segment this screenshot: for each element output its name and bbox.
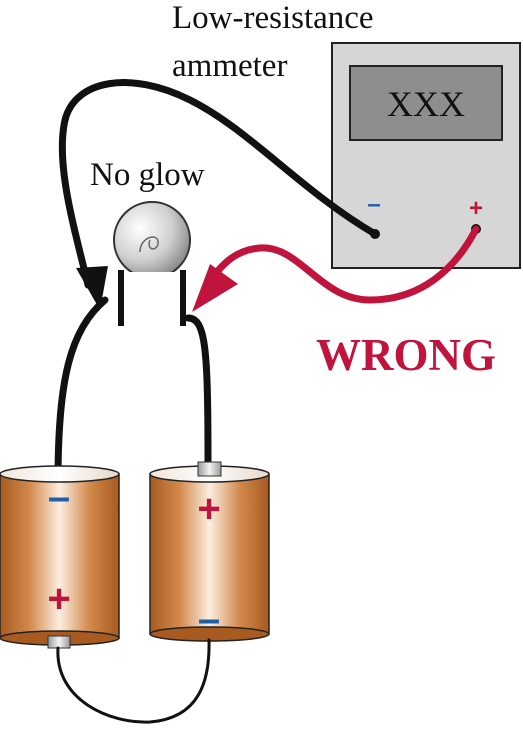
bulb-label: No glow: [90, 157, 205, 193]
bulb-lead-right: [180, 270, 186, 326]
battery-left-nub: [47, 635, 71, 649]
ammeter-minus-sign: –: [367, 191, 380, 218]
wrong-wire-arrowhead: [192, 264, 238, 312]
wrong-label: WRONG: [316, 330, 496, 380]
light-bulb: [113, 201, 191, 326]
ammeter-display: [349, 65, 503, 141]
battery-left-top: [0, 465, 120, 483]
wire-bulb-to-right-battery: [184, 314, 212, 469]
battery-right-cap: [197, 461, 222, 477]
battery-right: + –: [149, 461, 270, 642]
wrong-wire: [208, 225, 480, 304]
battery-left-bottom-sign: +: [47, 577, 70, 621]
bulb-filament: [139, 236, 159, 253]
ammeter-label-line1: Low-resistance: [172, 0, 374, 36]
ammeter-plus-sign: +: [469, 195, 483, 222]
battery-left-top-sign: –: [48, 475, 70, 519]
ammeter-label-line2: ammeter: [172, 48, 287, 84]
bulb-lead-left: [118, 270, 124, 326]
battery-right-top-sign: +: [197, 487, 220, 531]
battery-left: – +: [0, 465, 120, 649]
wire-battery-bottom-loop: [56, 638, 211, 724]
battery-right-bottom-sign: –: [198, 597, 220, 641]
ammeter-display-value: XXX: [387, 84, 465, 124]
bulb-glass: [113, 201, 191, 279]
wire-bulb-to-left-battery: [54, 296, 109, 484]
bulb-base: [124, 272, 180, 294]
black-wire-ammeter: [58, 79, 379, 289]
black-wire-arrowhead: [76, 266, 108, 310]
ammeter: XXX – +: [331, 42, 521, 269]
